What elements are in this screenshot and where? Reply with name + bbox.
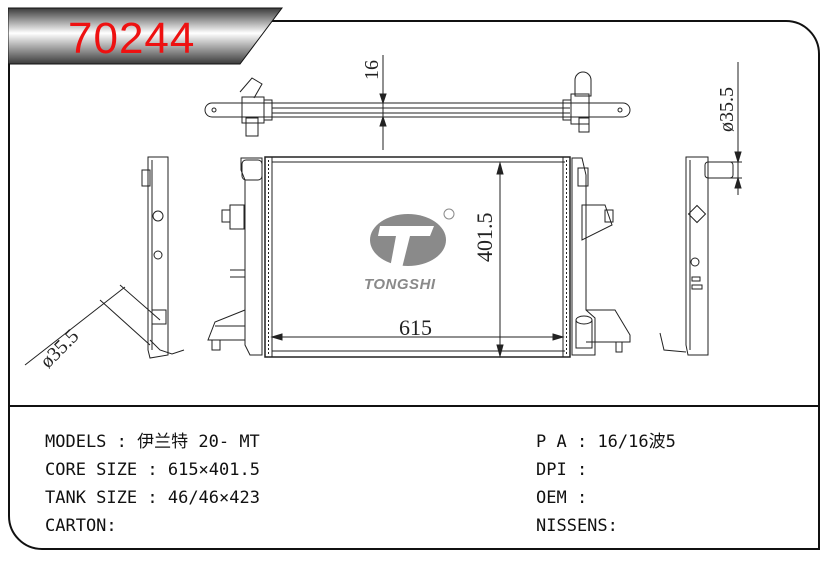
spec-row-pa: P A : 16/16波5: [536, 428, 676, 456]
spec-label: CARTON: [45, 516, 107, 536]
spec-row-core-size: CORE SIZE : 615×401.5: [45, 456, 260, 484]
spec-sep: :: [106, 516, 117, 536]
tongshi-logo-mark: [370, 208, 455, 268]
spec-value: 615×401.5: [167, 460, 260, 480]
top-view: [204, 71, 631, 137]
spec-sep: :: [607, 516, 618, 536]
spec-sep: :: [137, 460, 168, 480]
spec-sep: :: [566, 488, 588, 508]
spec-sep: :: [106, 432, 138, 452]
spec-sep: :: [566, 432, 598, 452]
spec-value: 46/46×423: [167, 488, 260, 508]
spec-row-dpi: DPI :: [536, 456, 676, 484]
left-side-view: [141, 156, 185, 359]
spec-row-oem: OEM :: [536, 484, 676, 512]
spec-sep: :: [137, 488, 168, 508]
spec-label: DPI: [536, 460, 567, 480]
front-view: [207, 156, 631, 358]
spec-label: CORE SIZE: [45, 460, 138, 480]
spec-label: OEM: [536, 488, 567, 508]
spec-value: 16/16波5: [597, 432, 676, 452]
spec-label: NISSENS: [536, 516, 608, 536]
dim-outlet-diameter: ø35.5: [716, 87, 738, 132]
dim-core-height: 401.5: [472, 212, 497, 263]
spec-label: P A: [536, 432, 567, 452]
specs-left: MODELS : 伊兰特 20- MT CORE SIZE : 615×401.…: [45, 428, 260, 540]
part-number: 70244: [68, 14, 196, 63]
dim-core-width: 615: [399, 315, 432, 340]
part-number-tab: 70244: [8, 7, 283, 65]
spec-row-carton: CARTON:: [45, 512, 260, 540]
radiator-drawing: [24, 55, 742, 366]
spec-sep: :: [566, 460, 588, 480]
dim-core-thickness: 16: [361, 60, 383, 80]
spec-row-tank-size: TANK SIZE : 46/46×423: [45, 484, 260, 512]
title-tab-shape: [8, 7, 283, 65]
right-side-view: [659, 156, 734, 356]
spec-row-nissens: NISSENS:: [536, 512, 676, 540]
spec-row-models: MODELS : 伊兰特 20- MT: [45, 428, 260, 456]
section-divider: [8, 405, 820, 407]
spec-label: MODELS: [45, 432, 107, 452]
brand-logo-text: TONGSHI: [364, 276, 436, 293]
specs-right: P A : 16/16波5 DPI : OEM : NISSENS:: [536, 428, 676, 540]
spec-label: TANK SIZE: [45, 488, 138, 508]
sheet-frame: [8, 20, 820, 550]
spec-value: 伊兰特 20- MT: [137, 432, 260, 452]
